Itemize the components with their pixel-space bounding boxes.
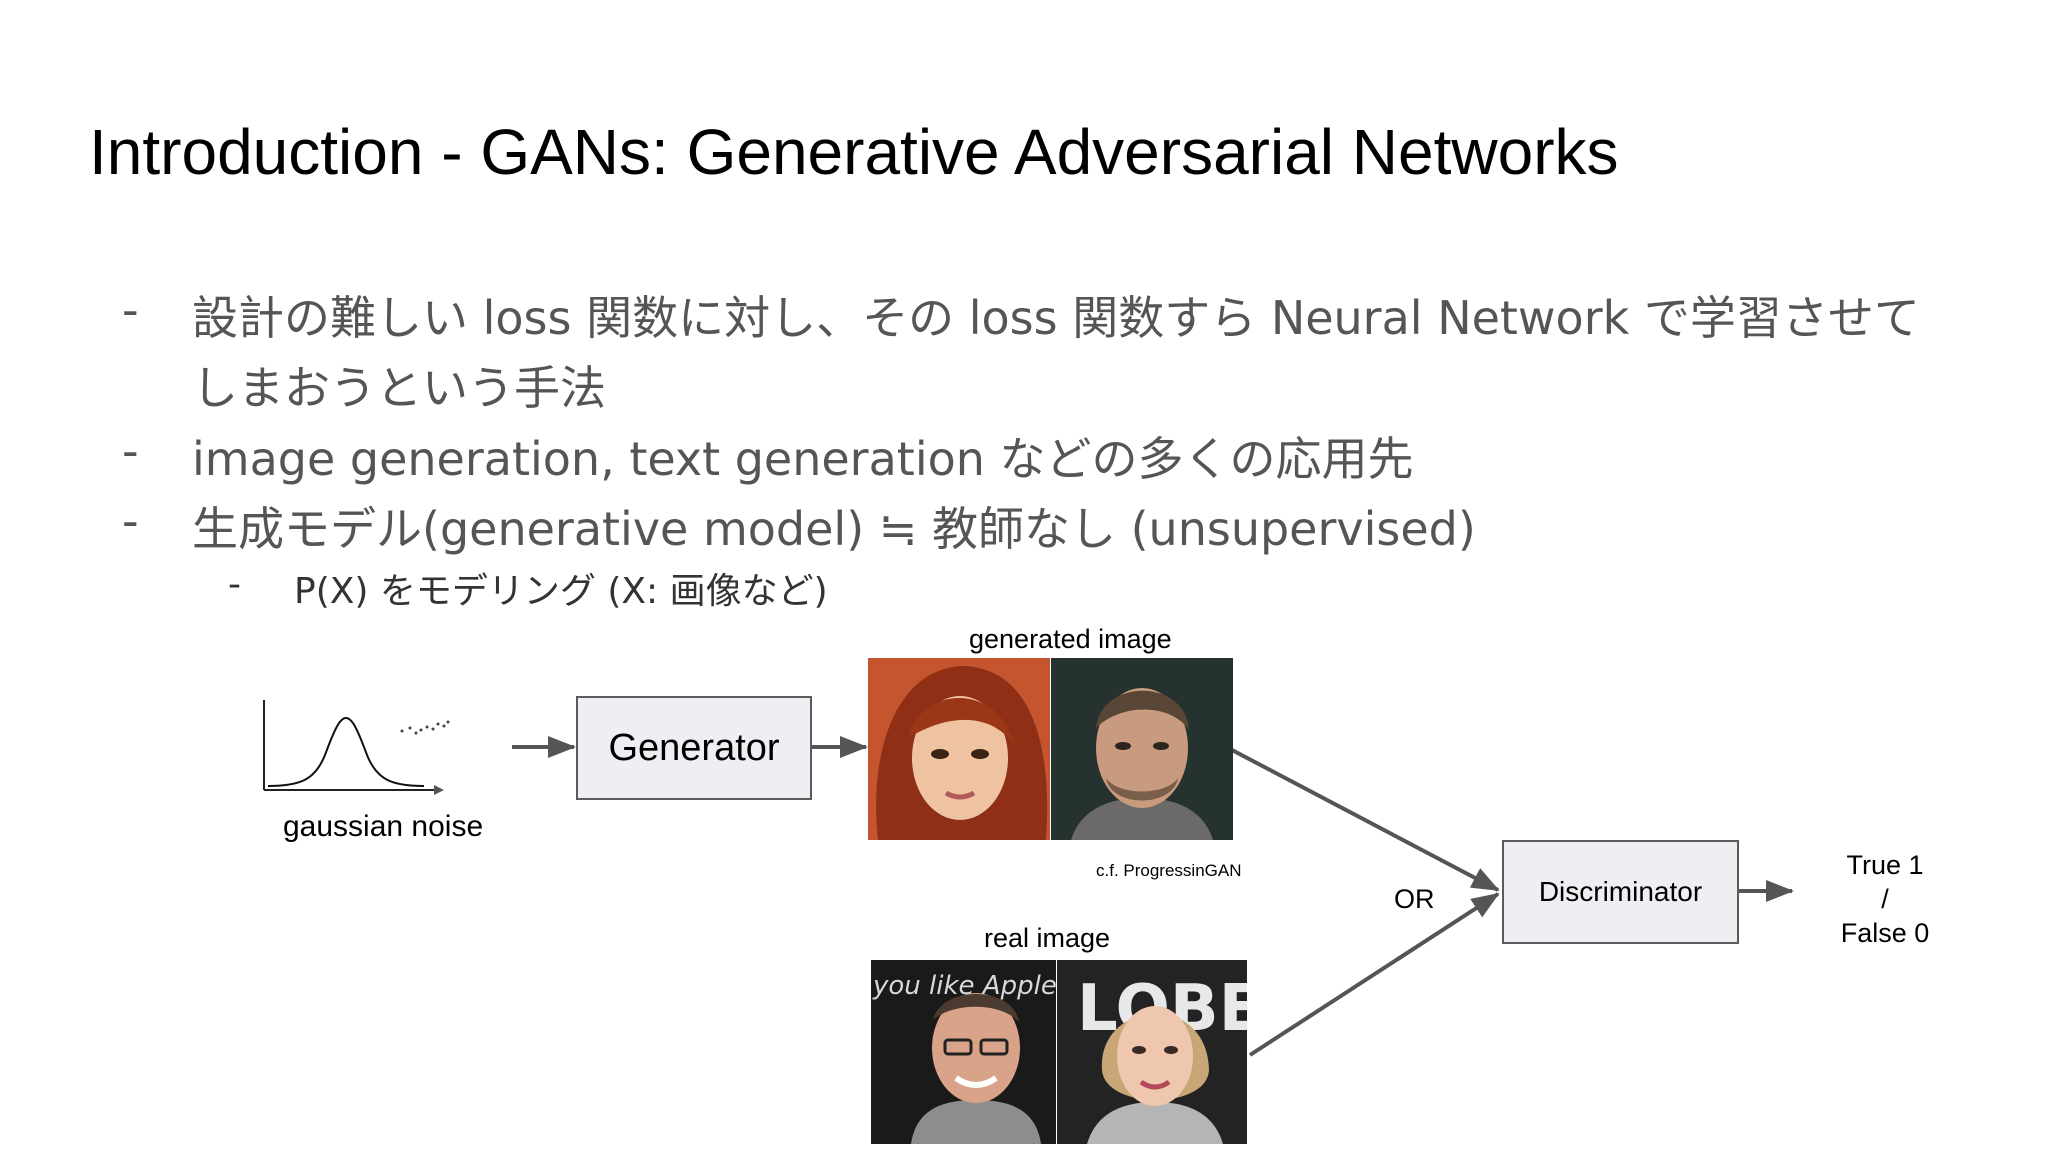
bullet-3: 生成モデル(generative model) ≒ 教師なし (unsuperv… [192,502,1476,556]
bullet-1-line-2: しまおうという手法 [192,361,606,415]
gaussian-plot [263,700,450,795]
bullet-dash: - [122,494,139,548]
progressive-gan-credit: c.f. ProgressinGAN [1096,861,1242,880]
output-false: False 0 [1840,918,1930,948]
generated-image-label: generated image [969,624,1172,654]
discriminator-box: Discriminator [1502,840,1739,944]
gaussian-noise-label: gaussian noise [283,810,484,843]
or-label: OR [1394,884,1435,914]
generated-face-1-art [868,658,1050,840]
generator-label: Generator [608,726,780,769]
bullet-dash: - [122,424,139,478]
generator-box: Generator [576,696,812,800]
output-label: True 1 / False 0 [1795,848,1975,950]
output-separator: / [1881,884,1889,914]
arrow-real-to-discriminator [1248,892,1500,1057]
sub-bullet-dash: - [228,564,241,605]
bullet-1-line-1: 設計の難しい loss 関数に対し、その loss 関数すら Neural Ne… [192,291,1920,345]
real-face-2: LOBE [1057,960,1247,1144]
slide-title: Introduction - GANs: Generative Adversar… [89,116,1619,188]
gaussian-curve [267,716,425,787]
real-face-1-art: you like Apples [871,960,1056,1144]
output-true: True 1 [1846,850,1924,880]
discriminator-label: Discriminator [1538,876,1703,907]
sub-bullet-1: P(X) をモデリング (X: 画像など) [294,571,828,612]
generated-face-1 [868,658,1050,840]
generated-face-2-art [1051,658,1233,840]
bullet-dash: - [122,283,139,337]
plot-scatter-points [400,720,450,735]
bullet-2: image generation, text generation などの多くの… [192,432,1414,486]
real-image-label: real image [984,923,1111,953]
real-face-1: you like Apples [871,960,1056,1144]
real-face-2-art: LOBE [1057,960,1247,1144]
generated-face-2 [1051,658,1233,840]
arrow-generated-to-discriminator [1231,748,1500,892]
